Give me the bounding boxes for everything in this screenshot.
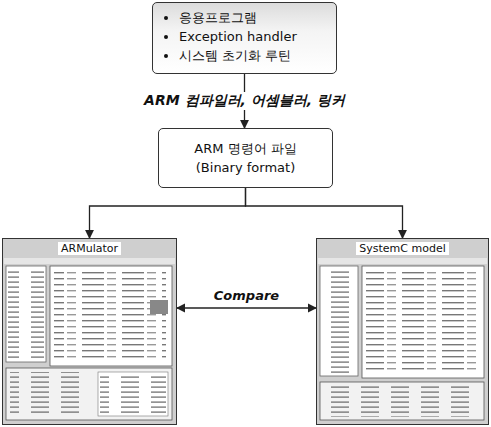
box-text: 응용프로그램 [179, 10, 328, 26]
window-title: SystemC model [356, 242, 448, 255]
box-text: (Binary format) [167, 158, 324, 177]
simulator-window: ARMulator [2, 238, 177, 425]
edge-label: Compare [211, 288, 282, 303]
compare-arrow [177, 307, 316, 308]
bullet-dot [164, 54, 168, 58]
window-title: ARMulator [58, 242, 121, 255]
bullet-dot [164, 35, 168, 39]
edge-label: ARM 컴파일러, 어셈블러, 링커 [141, 92, 348, 110]
box-text: 시스템 초기화 루틴 [179, 48, 328, 64]
systemc-screenshot [317, 238, 488, 424]
box-text: Exception handler [179, 29, 328, 45]
bullet-dot [164, 16, 168, 20]
box-text: ARM 명령어 파일 [167, 139, 324, 158]
flow-arrow [90, 188, 246, 238]
source-box: 응용프로그램 Exception handler 시스템 초기화 루틴 [152, 2, 337, 74]
binary-file-box: ARM 명령어 파일(Binary format) [158, 128, 333, 188]
flow-arrow [246, 188, 403, 238]
armulator-screenshot [3, 238, 176, 424]
model-window: SystemC model [316, 238, 489, 425]
